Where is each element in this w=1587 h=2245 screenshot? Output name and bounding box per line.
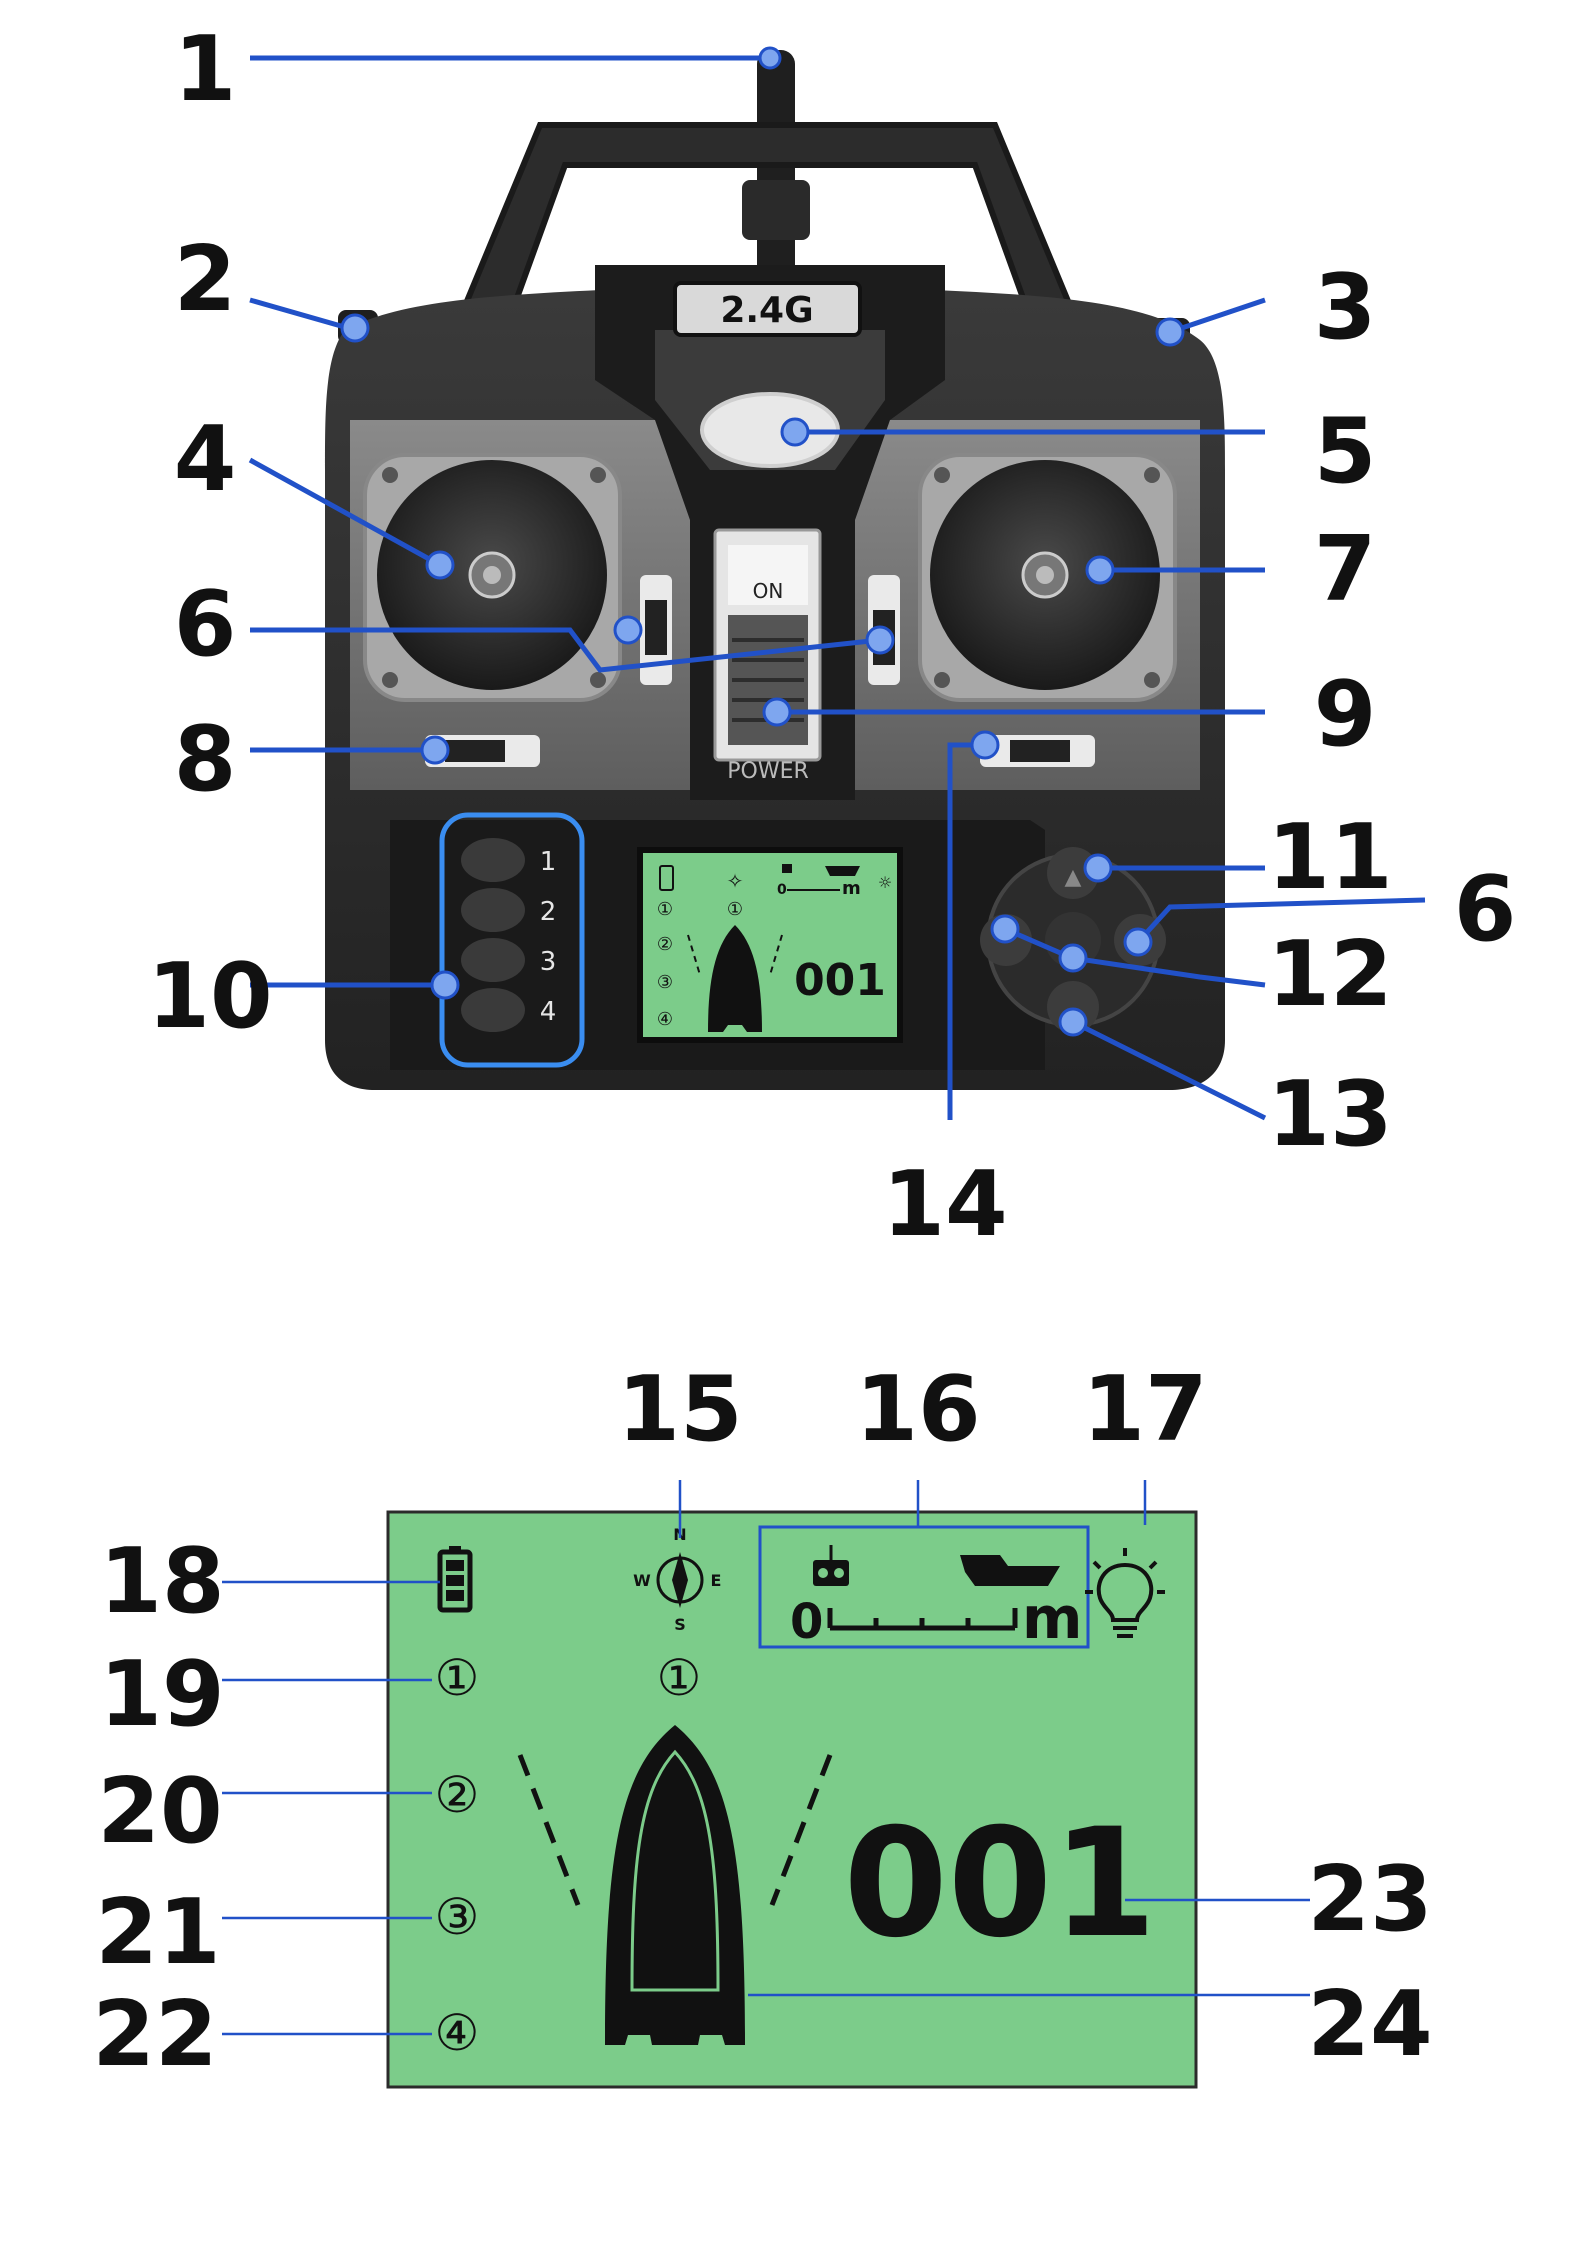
large-lcd-screen: N S W E 0 m ① ② ③ ④ <box>386 1510 1198 2089</box>
callout-dots <box>340 46 1185 1037</box>
callout-23: 23 <box>1307 1847 1432 1952</box>
callout-24: 24 <box>1307 1972 1432 2077</box>
callout-16: 16 <box>855 1357 980 1462</box>
heading-marker: ① <box>657 1649 702 1707</box>
svg-text:W: W <box>633 1571 651 1590</box>
callout-8: 8 <box>174 707 237 812</box>
distance-scale-frame <box>758 1525 1090 1649</box>
frequency-badge <box>673 281 862 337</box>
key-label: 3 <box>540 947 557 977</box>
callout-1: 1 <box>174 17 237 122</box>
callout-11: 11 <box>1267 805 1392 910</box>
right-guide-line <box>769 1754 833 1906</box>
channel-4-indicator: ④ <box>435 2004 480 2062</box>
function-keys: 1 2 3 4 <box>461 838 556 1032</box>
boat-silhouette-icon <box>960 1555 1060 1586</box>
frequency-label: 2.4G <box>720 290 813 331</box>
scale-zero: 0 <box>790 1594 823 1650</box>
channel-3-indicator: ③ <box>435 1888 480 1946</box>
callout-10: 10 <box>147 944 272 1049</box>
up-arrow-icon: ▲ <box>1065 865 1082 890</box>
small-boat-icon <box>708 925 762 1032</box>
channel-2-indicator: ② <box>435 1766 480 1824</box>
callout-13: 13 <box>1267 1062 1392 1167</box>
svg-text:E: E <box>711 1571 722 1590</box>
small-channel-2: ② <box>657 934 673 955</box>
callout-7: 7 <box>1314 517 1377 622</box>
channel-1-indicator: ① <box>435 1649 480 1707</box>
small-light-icon: ☼ <box>878 873 892 892</box>
callout-4: 4 <box>174 407 237 512</box>
scale-ruler <box>827 1608 1018 1631</box>
small-channel-1: ① <box>657 899 673 920</box>
small-lcd-screen: ✧ 0 m ☼ ① ② ③ ④ ① 001 <box>637 847 903 1043</box>
boat-icon <box>605 1725 745 2045</box>
small-boat-silhouette-icon <box>825 866 860 876</box>
small-channel-3: ③ <box>657 972 673 993</box>
callout-6b: 6 <box>1454 857 1517 962</box>
callout-14: 14 <box>882 1152 1007 1257</box>
callout-6a: 6 <box>174 572 237 677</box>
battery-icon <box>659 865 674 891</box>
key-label: 4 <box>540 997 557 1027</box>
callout-17: 17 <box>1082 1357 1207 1462</box>
small-scale-zero: 0 <box>777 882 787 898</box>
scale-unit: m <box>1022 1584 1082 1652</box>
light-bulb-icon <box>1085 1548 1165 1638</box>
left-guide-line <box>517 1754 581 1906</box>
function-key-3[interactable] <box>461 938 525 982</box>
compass-icon: N S W E <box>633 1525 721 1634</box>
small-scale-unit: m <box>842 878 861 899</box>
antenna-icon <box>757 50 795 290</box>
svg-text:S: S <box>674 1615 686 1634</box>
callout-15: 15 <box>617 1357 742 1462</box>
callout-2: 2 <box>174 227 237 332</box>
callout-9: 9 <box>1314 662 1377 767</box>
callout-18: 18 <box>99 1529 224 1634</box>
small-counter: 001 <box>794 955 886 1006</box>
callout-3: 3 <box>1314 255 1377 360</box>
callout-22: 22 <box>92 1982 217 2087</box>
callout-20: 20 <box>97 1759 222 1864</box>
power-label: POWER <box>727 759 809 784</box>
callout-19: 19 <box>99 1642 224 1747</box>
callout-12: 12 <box>1267 922 1392 1027</box>
small-channel-4: ④ <box>657 1009 673 1030</box>
function-key-panel <box>439 812 585 1068</box>
small-compass-icon: ✧ <box>727 869 744 893</box>
remote-icon <box>813 1545 849 1586</box>
small-remote-icon <box>782 864 792 873</box>
screw-icon <box>934 467 1160 688</box>
key-label: 2 <box>540 897 557 927</box>
function-key-2[interactable] <box>461 888 525 932</box>
function-key-4[interactable] <box>461 988 525 1032</box>
callout-5: 5 <box>1314 399 1377 504</box>
counter-display: 001 <box>843 1797 1156 1971</box>
antenna-base <box>742 180 810 240</box>
screw-icon <box>382 467 606 688</box>
callout-21: 21 <box>95 1880 220 1985</box>
small-heading-marker: ① <box>727 899 743 920</box>
switch-on-label: ON <box>753 579 784 603</box>
function-key-1[interactable] <box>461 838 525 882</box>
callout-numbers: 1 2 3 4 5 6 7 8 9 10 11 6 12 13 14 15 16… <box>92 17 1516 2087</box>
key-label: 1 <box>540 847 557 877</box>
